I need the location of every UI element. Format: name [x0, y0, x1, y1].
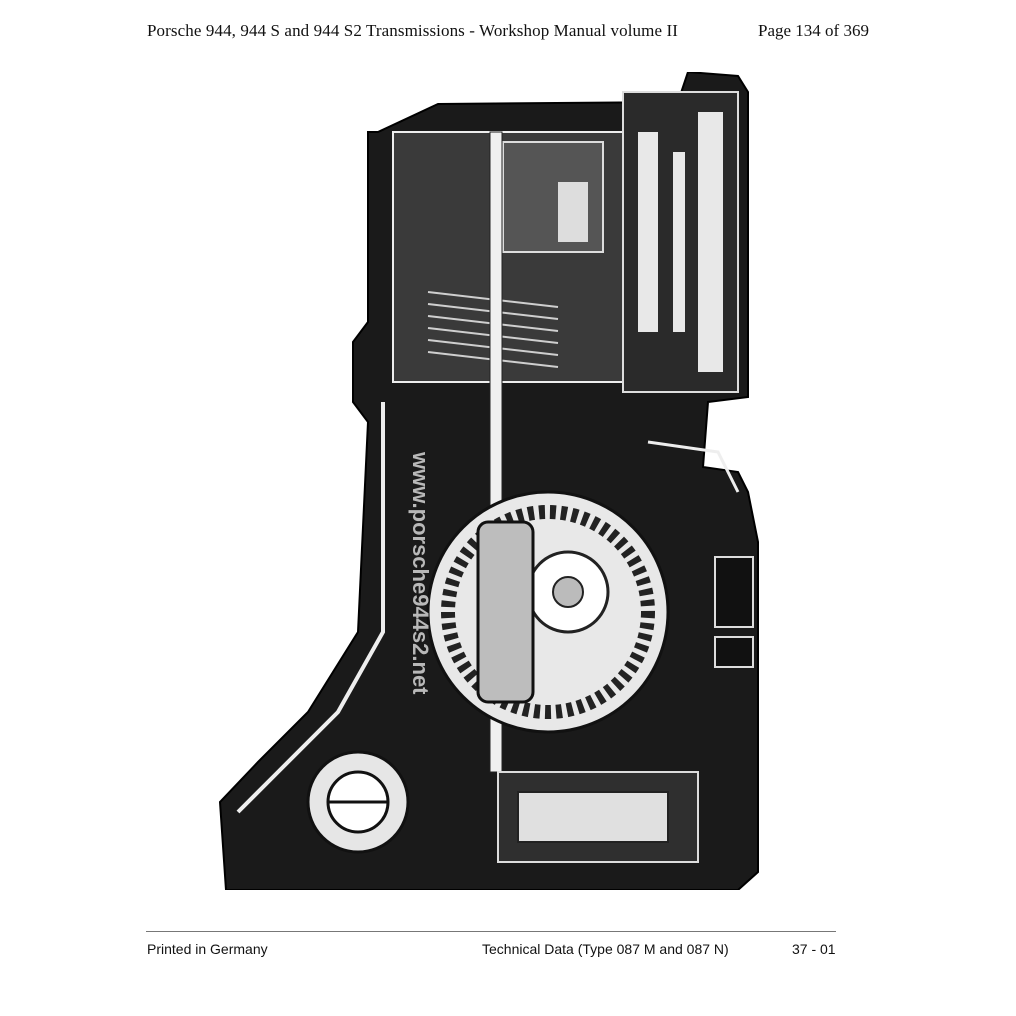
pinion-shaft — [476, 520, 535, 704]
footer-center-text: Technical Data (Type 087 M and 087 N) — [482, 941, 729, 957]
page-header-title: Porsche 944, 944 S and 944 S2 Transmissi… — [147, 21, 679, 40]
page-number: Page 134 of 369 — [758, 21, 869, 40]
footer-divider — [146, 931, 836, 932]
footer-section-number: 37 - 01 — [792, 941, 836, 957]
footer-left-text: Printed in Germany — [147, 941, 268, 957]
transmission-cutaway-illustration: www.porsche944s2.net — [218, 72, 763, 890]
watermark-text: www.porsche944s2.net — [408, 451, 433, 695]
